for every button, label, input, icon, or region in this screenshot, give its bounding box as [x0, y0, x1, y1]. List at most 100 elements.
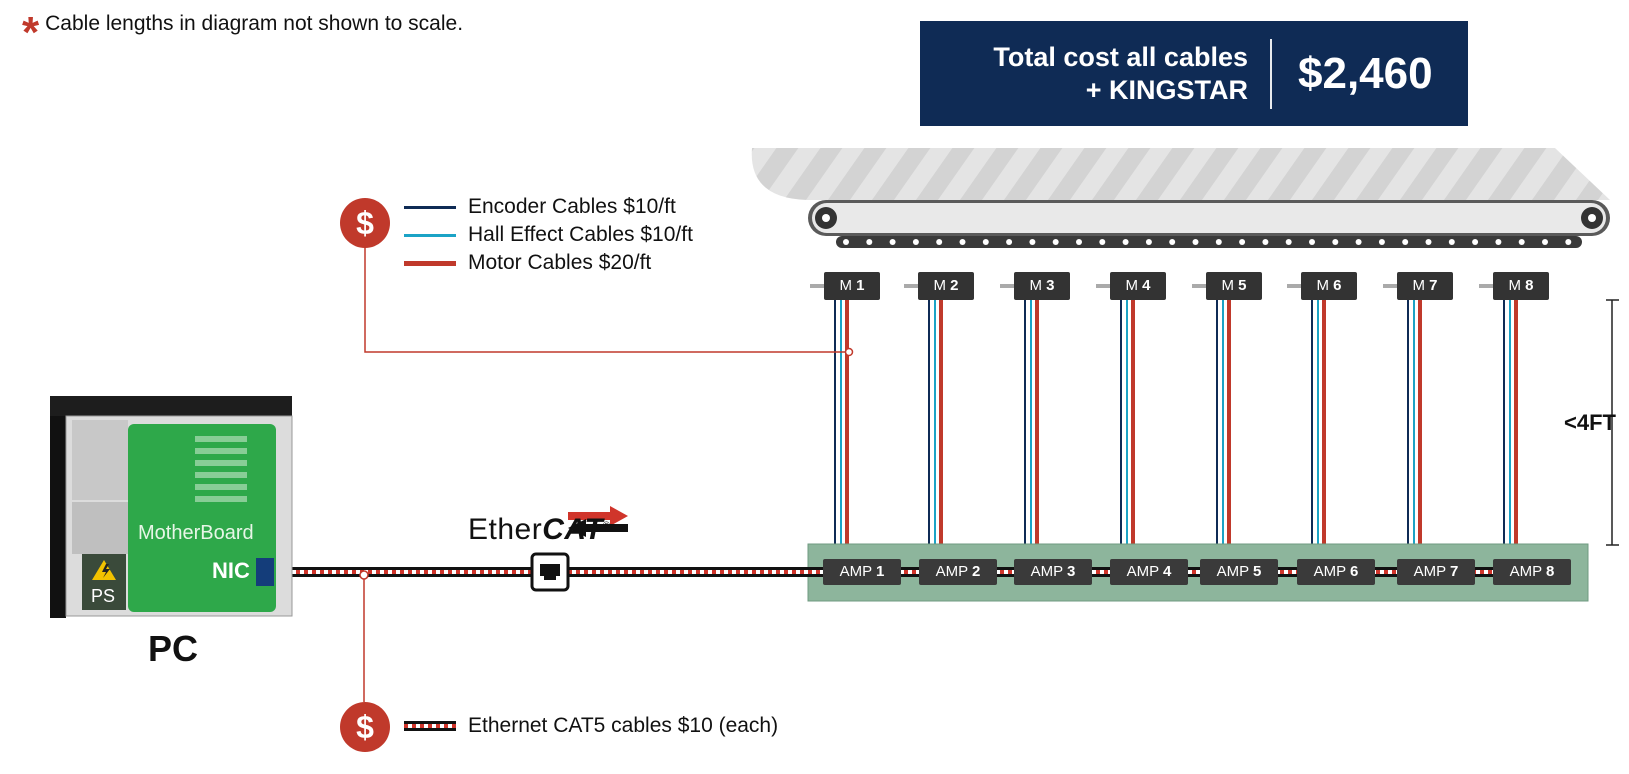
amp-number: 4	[1163, 563, 1172, 580]
motor-label: M 1	[828, 272, 876, 300]
chain-link-icon	[1215, 239, 1222, 245]
legend-item-encoder: Encoder Cables $10/ft	[404, 193, 693, 221]
scale-note-text: Cable lengths in diagram not shown to sc…	[45, 12, 464, 35]
chain-link-icon	[1402, 239, 1409, 245]
ethercat-logo: EtherCAT®	[468, 513, 610, 547]
ethernet-link-stripe	[1278, 570, 1297, 574]
ethernet-link-stripe	[1188, 570, 1200, 574]
rj45-connector-icon	[530, 552, 570, 592]
chain-link-icon	[1262, 239, 1269, 245]
amp-1: AMP 1	[823, 559, 901, 585]
conveyor	[751, 148, 1610, 248]
motor-prefix: M	[1412, 277, 1425, 294]
ethercat-arrows-icon	[568, 506, 628, 537]
callout-leaders	[359, 220, 854, 702]
motor-shaft-icon	[1479, 284, 1493, 288]
amp-number: 1	[876, 563, 885, 580]
ethernet-link-stripe	[1375, 570, 1397, 574]
amp-2: AMP 2	[919, 559, 997, 585]
chain-link-icon	[1239, 239, 1246, 245]
legend-label: Hall Effect Cables $10/ft	[468, 223, 693, 246]
amp-prefix: AMP	[1216, 563, 1249, 580]
motor-1	[824, 272, 880, 300]
legend-label: Encoder Cables $10/ft	[468, 195, 676, 218]
motor-number: 6	[1333, 277, 1342, 294]
amp-5: AMP 5	[1200, 559, 1278, 585]
motor-number: 4	[1142, 277, 1151, 294]
legend-item-hall-effect: Hall Effect Cables $10/ft	[404, 221, 693, 249]
motor-prefix: M	[1125, 277, 1138, 294]
amp-prefix: AMP	[1509, 563, 1542, 580]
pc-tower	[50, 396, 293, 618]
ethernet-link-stripe	[1475, 570, 1493, 574]
scale-note: * Cable lengths in diagram not shown to …	[22, 11, 464, 55]
motor-label: M 3	[1018, 272, 1066, 300]
ethercat-mark: ®	[603, 520, 611, 530]
ethernet-legend: Ethernet CAT5 cables $10 (each)	[404, 714, 778, 738]
motor-label: M 7	[1401, 272, 1449, 300]
motor-number: 1	[856, 277, 865, 294]
ethercat-text-regular: Ether	[468, 513, 543, 546]
ethercat-text-bold: CAT	[542, 513, 604, 546]
total-cost-box: Total cost all cables + KINGSTAR $2,460	[920, 21, 1468, 126]
motor-shaft-icon	[1383, 284, 1397, 288]
motor-6	[1301, 272, 1357, 300]
dollar-icon: $	[340, 702, 390, 752]
chain-link-icon	[1169, 239, 1176, 245]
height-label: <4FT	[1564, 410, 1616, 435]
ethernet-link-stripe	[997, 570, 1014, 574]
chain-link-icon	[982, 239, 989, 245]
motor-shaft-icon	[1096, 284, 1110, 288]
power-supply-label: PS	[91, 586, 116, 606]
motor-2	[918, 272, 974, 300]
motor-shaft-icon	[1192, 284, 1206, 288]
chain-link-icon	[1122, 239, 1129, 245]
motor-prefix: M	[1029, 277, 1042, 294]
chain-link-icon	[1285, 239, 1292, 245]
motor-7	[1397, 272, 1453, 300]
chain-link-icon	[1309, 239, 1315, 245]
hall-effect-swatch	[404, 233, 456, 237]
chain-link-icon	[1472, 239, 1479, 245]
amp-prefix: AMP	[1126, 563, 1159, 580]
nic-port	[256, 558, 274, 586]
amp-prefix: AMP	[1313, 563, 1346, 580]
chain-link-icon	[889, 239, 896, 245]
chain-link-icon	[1378, 239, 1385, 245]
motor-number: 8	[1525, 277, 1534, 294]
chain-link-icon	[1052, 239, 1059, 245]
nic-label: NIC	[212, 558, 250, 583]
chain-link-icon	[1542, 239, 1548, 245]
chain-link-icon	[1355, 239, 1362, 245]
chain-link-icon	[1029, 239, 1036, 245]
amp-number: 3	[1067, 563, 1076, 580]
motor-swatch	[404, 260, 456, 266]
chain-link-icon	[1332, 239, 1339, 245]
amp-3: AMP 3	[1014, 559, 1092, 585]
encoder-swatch	[404, 205, 456, 209]
pc-label: PC	[148, 628, 199, 669]
amp-number: 7	[1450, 563, 1459, 580]
motor-prefix: M	[933, 277, 946, 294]
amp-number: 5	[1253, 563, 1262, 580]
motor-number: 2	[950, 277, 959, 294]
legend-label: Motor Cables $20/ft	[468, 251, 652, 274]
ethernet-swatch	[404, 721, 456, 731]
motor-shaft-icon	[810, 284, 824, 288]
motor-shaft-icon	[1000, 284, 1014, 288]
chain-link-icon	[843, 239, 849, 245]
amp-number: 6	[1350, 563, 1359, 580]
height-bracket	[1606, 299, 1619, 546]
total-cost-value: $2,460	[1298, 48, 1433, 98]
motor-shaft-icon	[904, 284, 918, 288]
motor-label: M 4	[1114, 272, 1162, 300]
chain-link-icon	[1076, 239, 1082, 245]
total-cost-label-line1: Total cost all cables	[993, 41, 1248, 72]
motor-number: 5	[1238, 277, 1247, 294]
motor-8	[1493, 272, 1549, 300]
motor-cables	[834, 300, 1518, 557]
motor-5	[1206, 272, 1262, 300]
motor-number: 3	[1046, 277, 1055, 294]
motor-label: M 8	[1497, 272, 1545, 300]
